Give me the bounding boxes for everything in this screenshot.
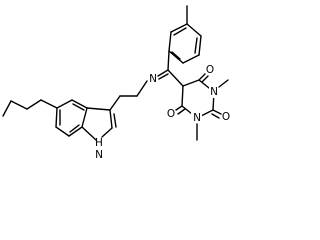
- indole-h-label: H: [95, 137, 103, 149]
- imine-double-bond: [157, 69, 169, 80]
- n-bottom-mask: [191, 112, 202, 124]
- indole-n-label: N: [95, 149, 103, 161]
- n-top-label: N: [210, 86, 218, 98]
- imine-carbon-to-ring-bond: [167, 69, 184, 87]
- aryl-to-imine-carbon-bond: [167, 50, 170, 71]
- structure-drawing: N O O O N: [2, 5, 230, 161]
- o-top-label: O: [206, 64, 214, 76]
- tolyl-ring: [168, 23, 202, 64]
- indole-benzene-ring: [55, 99, 88, 137]
- o-bottom-label: O: [167, 108, 175, 120]
- n-top-methyl-bond: [218, 79, 229, 88]
- carbonyl-top: [198, 73, 209, 83]
- carbonyl-right: [211, 109, 222, 119]
- butyl-chain: [2, 99, 58, 117]
- o-right-label: O: [222, 111, 230, 123]
- ethyl-linker: [109, 80, 148, 111]
- imine-n-label: N: [149, 73, 157, 85]
- n-bottom-label: N: [193, 112, 201, 124]
- indole-pyrrole-ring: [81, 107, 117, 141]
- chemical-structure: N O O O N: [2, 5, 230, 161]
- n-top-mask: [209, 86, 220, 98]
- carbonyl-left: [175, 105, 186, 115]
